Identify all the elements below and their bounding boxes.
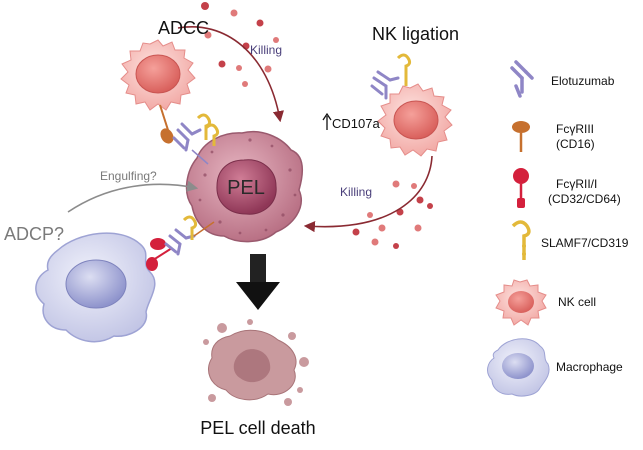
cd107a-label-group: CD107a [322, 112, 380, 131]
adcc-label: ADCC [158, 18, 209, 38]
death-arrow [236, 254, 280, 310]
granules-right [352, 180, 433, 249]
adcp-label: ADCP? [4, 224, 64, 244]
cd32-receptor-b [146, 257, 158, 271]
cd16-stalk-top [159, 104, 169, 131]
cd107a-label: CD107a [332, 116, 380, 131]
granules-top [201, 2, 279, 87]
killing-arrow-top [177, 26, 284, 123]
elotuzumab-top [172, 122, 202, 152]
legend-cd16-sub: (CD16) [556, 137, 595, 151]
legend-elotuzumab-icon [510, 60, 534, 98]
legend-macrophage-icon [487, 338, 550, 397]
nk-cell-ligation [377, 83, 453, 157]
killing-top-label: Killing [250, 43, 282, 57]
cd16-receptor-top [160, 128, 174, 144]
legend-macrophage-label: Macrophage [556, 360, 623, 374]
slamf7-top-2 [204, 123, 220, 146]
legend-cd32-sub: (CD32/CD64) [548, 192, 621, 206]
killing-arrow-right [303, 155, 433, 233]
legend-elotuzumab-label: Elotuzumab [551, 74, 615, 88]
macrophage-cell [35, 232, 156, 343]
engulfing-arrow [67, 180, 199, 213]
dead-pel-cell [203, 319, 309, 406]
cd32-receptor-a [150, 238, 166, 250]
pel-label: PEL [227, 177, 265, 199]
legend-cd32-label: FcγRII/I [556, 177, 597, 191]
legend-cd16-icon [512, 121, 530, 152]
legend: Elotuzumab FcγRIII (CD16) FcγRII/I (CD32… [487, 60, 629, 397]
legend-nk-icon [495, 279, 547, 326]
link-bottom [193, 221, 215, 237]
elotuzumab-right [370, 70, 400, 100]
slamf7-right [396, 53, 412, 86]
pel-cell: PEL [185, 131, 303, 243]
link-top [191, 149, 209, 165]
legend-cd32-icon [513, 168, 529, 208]
legend-nk-label: NK cell [558, 295, 596, 309]
elotuzumab-bottom [164, 228, 196, 256]
killing-right-label: Killing [340, 185, 372, 199]
nk-cell-adcc [120, 39, 196, 111]
engulfing-label: Engulfing? [100, 169, 157, 183]
legend-cd16-label: FcγRIII [556, 122, 594, 136]
legend-slamf7-label: SLAMF7/CD319 [541, 236, 629, 250]
pel-death-label: PEL cell death [200, 418, 315, 438]
legend-slamf7-icon [511, 220, 531, 260]
slamf7-bottom [182, 215, 198, 240]
nk-ligation-label: NK ligation [372, 24, 459, 44]
